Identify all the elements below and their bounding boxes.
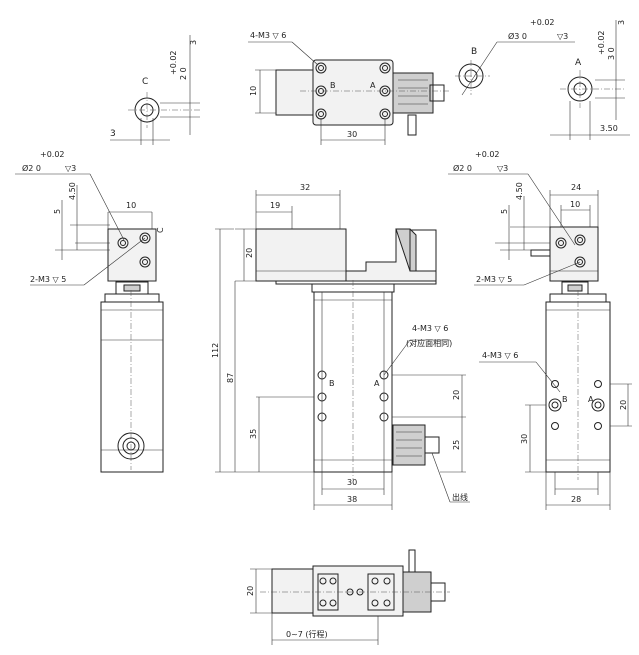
- front-view: 32 19 20 112 87 35 4-M3 ▽ 6 (对应面相同) B A …: [211, 183, 470, 510]
- b-detail-tol: +0.02: [530, 18, 555, 27]
- left-4-50: 4.50: [68, 182, 77, 200]
- front-87: 87: [226, 373, 235, 383]
- front-32: 32: [300, 183, 310, 192]
- front-38: 38: [347, 495, 357, 504]
- b-detail-depth: ▽3: [557, 32, 568, 41]
- bottom-view: 20 0~7 (行程): [246, 549, 450, 645]
- front-112: 112: [211, 343, 220, 358]
- left-c: C: [156, 227, 165, 233]
- left-m3-note: 2-M3 ▽ 5: [30, 275, 66, 284]
- left-5: 5: [53, 209, 62, 214]
- front-30: 30: [347, 478, 357, 487]
- right-label-b: B: [562, 395, 568, 404]
- right-5: 5: [500, 209, 509, 214]
- right-10: 10: [570, 200, 580, 209]
- right-label-a: A: [588, 395, 594, 404]
- a-detail-letter: A: [575, 58, 582, 68]
- bottom-20: 20: [246, 586, 255, 596]
- detail-view-b: B +0.02 Ø3 0 ▽3: [455, 18, 575, 96]
- front-20: 20: [245, 248, 254, 258]
- front-25: 25: [452, 440, 461, 450]
- front-note: 4-M3 ▽ 6: [412, 324, 448, 333]
- bottom-stroke: 0~7 (行程): [286, 629, 328, 639]
- left-depth: ▽3: [65, 164, 76, 173]
- a-detail-base: 3 0: [607, 47, 616, 60]
- front-19: 19: [270, 201, 280, 210]
- c-detail-base: 2 0: [179, 67, 188, 80]
- left-tol: +0.02: [40, 150, 65, 159]
- a-detail-depth: 3: [617, 20, 626, 25]
- b-detail-dia: Ø3 0: [508, 31, 527, 41]
- front-35: 35: [249, 429, 258, 439]
- right-28: 28: [571, 495, 581, 504]
- top-view-height: 10: [249, 86, 258, 96]
- right-side-view: +0.02 Ø2 0 ▽3 24 10 4.50 5 2-M3 ▽ 5 4-M3…: [448, 150, 632, 510]
- top-view-note: 4-M3 ▽ 6: [250, 31, 286, 40]
- front-20-right: 20: [452, 390, 461, 400]
- left-side-view: +0.02 Ø2 0 ▽3 4.50 5 10 C 2-M3 ▽ 5: [15, 150, 165, 473]
- right-depth: ▽3: [497, 164, 508, 173]
- right-30-vertical: 30: [520, 434, 529, 444]
- left-10: 10: [126, 201, 136, 210]
- detail-view-a: A 3.50 +0.02 3 0 3: [550, 20, 630, 140]
- top-label-b: B: [330, 81, 336, 90]
- right-m3-note: 2-M3 ▽ 5: [476, 275, 512, 284]
- top-label-a: A: [370, 81, 376, 90]
- front-note-sub: (对应面相同): [406, 338, 452, 348]
- right-20: 20: [619, 400, 628, 410]
- c-detail-letter: C: [142, 77, 148, 87]
- c-detail-width: 3: [110, 129, 116, 139]
- front-cable-label: 出线: [452, 492, 468, 502]
- front-label-a: A: [374, 379, 380, 388]
- top-view: 4-M3 ▽ 6 10 30 B A: [248, 31, 450, 145]
- a-detail-width: 3.50: [600, 124, 618, 133]
- c-detail-tol: +0.02: [169, 50, 178, 75]
- a-detail-tol: +0.02: [597, 30, 606, 55]
- c-detail-depth: 3: [189, 40, 198, 45]
- right-side-note: 4-M3 ▽ 6: [482, 351, 518, 360]
- b-detail-letter: B: [471, 47, 477, 57]
- top-view-width: 30: [347, 130, 357, 139]
- detail-view-c: C 3 +0.02 2 0 3: [110, 35, 200, 145]
- right-tol: +0.02: [475, 150, 500, 159]
- right-4-50: 4.50: [515, 182, 524, 200]
- right-dia: Ø2 0: [453, 163, 472, 173]
- right-24: 24: [571, 183, 581, 192]
- left-dia: Ø2 0: [22, 163, 41, 173]
- front-label-b: B: [329, 379, 335, 388]
